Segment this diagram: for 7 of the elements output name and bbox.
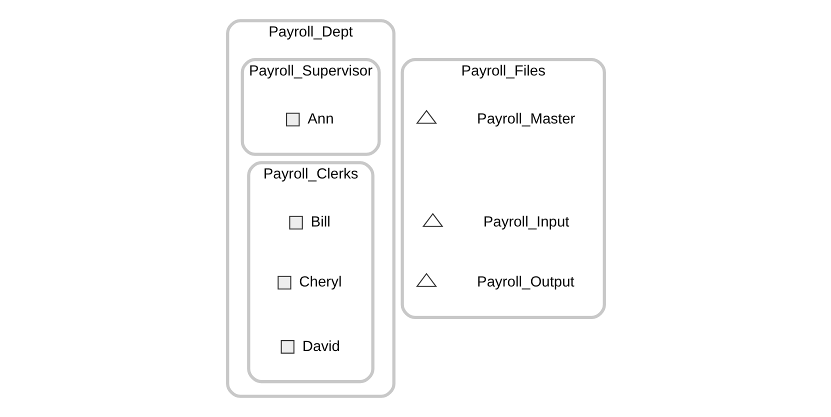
node-text: Payroll_Input bbox=[482, 214, 569, 231]
node-label: Cheryl bbox=[298, 274, 342, 291]
node-label: David bbox=[302, 338, 340, 355]
node-label: Ann bbox=[307, 111, 334, 128]
node-text: Payroll_Output bbox=[476, 274, 574, 291]
node-text: Payroll_Master bbox=[476, 111, 575, 128]
node-label: Bill bbox=[310, 214, 330, 231]
